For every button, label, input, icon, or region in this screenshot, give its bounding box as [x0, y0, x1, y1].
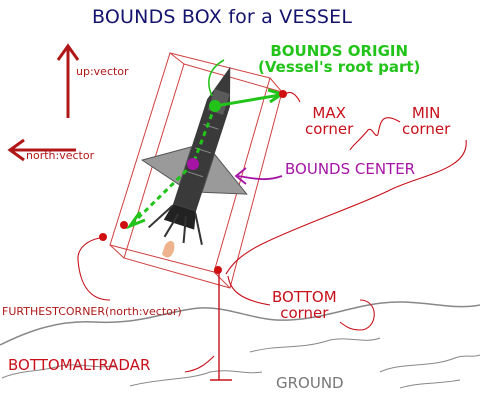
bounds-origin-subtext: (Vessel's root part) — [258, 57, 421, 76]
furthest-corner-label: FURTHESTCORNER(north:vector) — [2, 305, 182, 318]
min-corner-label: MIN corner — [402, 104, 451, 138]
north-vector-label: north:vector — [26, 149, 95, 162]
bottom-corner-line2: corner — [280, 303, 329, 322]
ground-terrain — [0, 301, 480, 389]
origin-vectors — [125, 59, 286, 230]
bounds-center-marker — [187, 158, 199, 170]
ground-label: GROUND — [276, 374, 344, 392]
bounds-center-label: BOUNDS CENTER — [285, 160, 416, 178]
max-corner-line1: MAX — [312, 104, 346, 122]
up-vector-arrow — [56, 43, 80, 118]
center-pointer — [234, 167, 283, 185]
bounds-box — [109, 52, 283, 289]
bottom-alt-radar-label: BOTTOMALTRADAR — [8, 356, 151, 374]
bounds-origin-label: BOUNDS ORIGIN (Vessel's root part) — [258, 42, 421, 76]
min-corner-line1: MIN — [411, 104, 441, 122]
corner-markers — [99, 90, 287, 274]
bottom-corner-label: BOTTOM corner — [272, 288, 337, 322]
max-corner-line2: corner — [305, 119, 354, 138]
pointer-lines — [77, 91, 467, 373]
min-corner-line2: corner — [402, 119, 451, 138]
bottom-corner-line1: BOTTOM — [272, 288, 337, 306]
bounds-origin-text: BOUNDS ORIGIN — [270, 42, 409, 60]
north-vector-arrow — [7, 138, 76, 162]
diagram-title: BOUNDS BOX for a VESSEL — [92, 6, 353, 28]
up-vector-label: up:vector — [76, 65, 129, 78]
bounds-origin-marker — [209, 100, 221, 112]
vessel — [140, 66, 248, 258]
alt-radar-line — [210, 272, 232, 381]
max-corner-label: MAX corner — [305, 104, 354, 138]
